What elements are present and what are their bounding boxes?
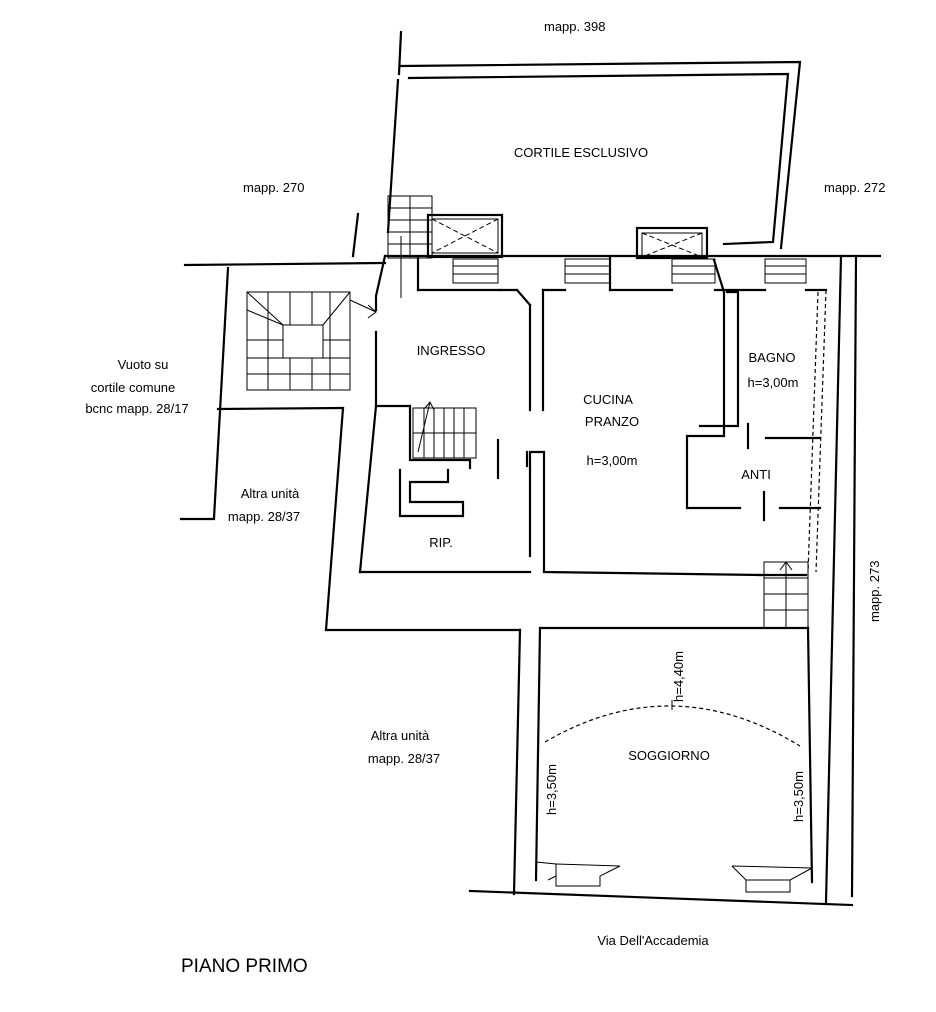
living-room-walls: [534, 626, 814, 893]
living-height-left-label: h=3,50m: [544, 764, 559, 815]
kitchen-label-line1: CUCINA: [583, 392, 633, 407]
living-stair: [763, 561, 809, 629]
void-label-line3: bcnc mapp. 28/17: [85, 401, 188, 416]
other-unit-2-line2: mapp. 28/37: [368, 751, 440, 766]
street-label: Via Dell'Accademia: [597, 933, 709, 948]
north-windows: [452, 258, 807, 284]
living-height-center-label: h=4,40m: [671, 651, 686, 702]
storage-label: RIP.: [429, 535, 453, 550]
courtyard-stair: [387, 195, 433, 298]
neighbor-west-top-label: mapp. 270: [243, 180, 304, 195]
courtyard-label: CORTILE ESCLUSIVO: [514, 145, 648, 160]
entrance-label: INGRESSO: [417, 343, 486, 358]
entrance-walls: [358, 254, 762, 577]
void-label-line2: cortile comune: [91, 380, 176, 395]
bathroom-height-label: h=3,00m: [748, 375, 799, 390]
anteroom-label: ANTI: [741, 467, 771, 482]
living-label: SOGGIORNO: [628, 748, 710, 763]
kitchen-height-label: h=3,00m: [587, 453, 638, 468]
north-wall: [416, 256, 828, 412]
living-height-right-label: h=3,50m: [791, 771, 806, 822]
plan-title: PIANO PRIMO: [181, 956, 308, 977]
main-staircase: [246, 291, 377, 391]
kitchen-label-line2: PRANZO: [585, 414, 639, 429]
interior-stair: [412, 401, 477, 459]
bathroom-walls: [685, 258, 827, 577]
skylights: [426, 213, 709, 260]
neighbor-east-label: mapp. 273: [867, 561, 882, 622]
other-unit-2-line1: Altra unità: [371, 728, 430, 743]
other-unit-1-line2: mapp. 28/37: [228, 509, 300, 524]
lot-boundaries: [179, 30, 882, 907]
neighbor-east-top-label: mapp. 272: [824, 180, 885, 195]
bathroom-label: BAGNO: [749, 350, 796, 365]
void-label-line1: Vuoto su: [118, 357, 169, 372]
other-unit-1-line1: Altra unità: [241, 486, 300, 501]
neighbor-north-label: mapp. 398: [544, 19, 605, 34]
